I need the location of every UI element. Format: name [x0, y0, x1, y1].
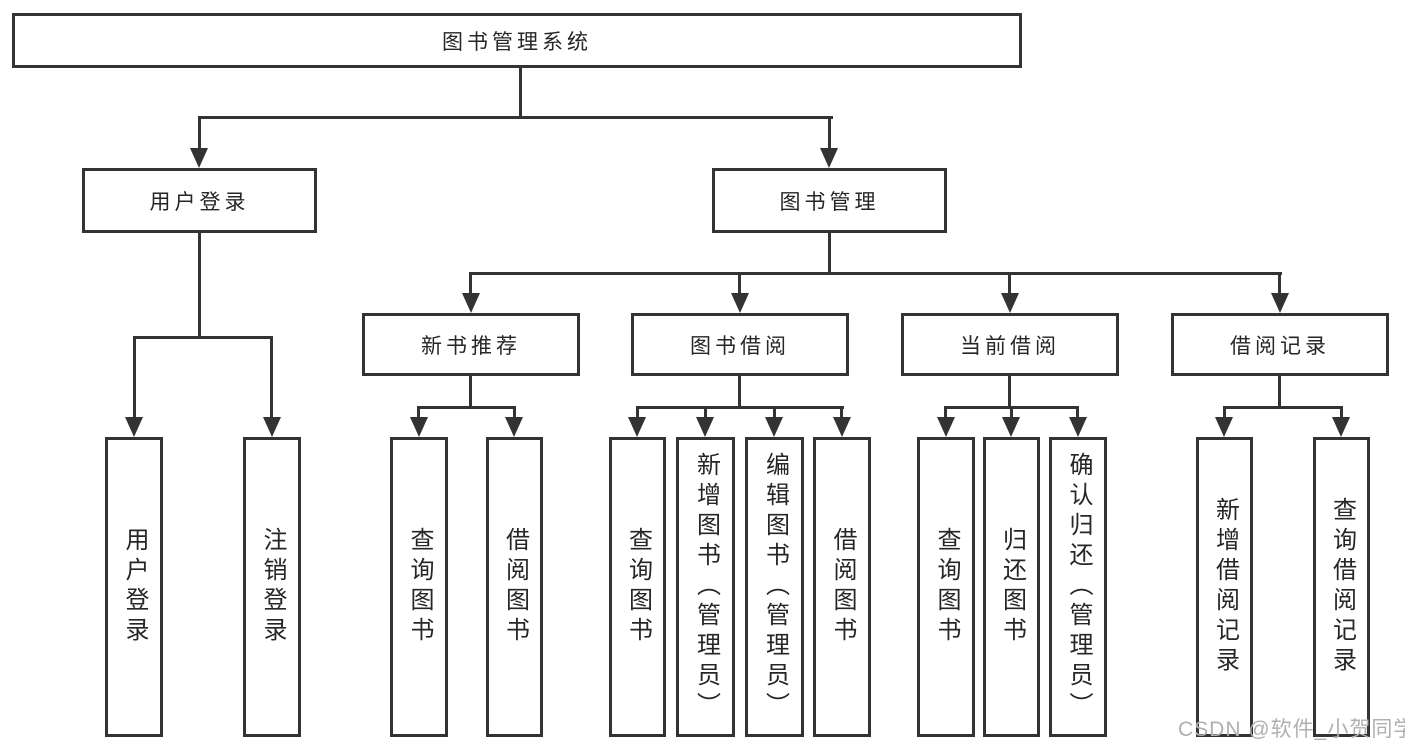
connector-line — [469, 374, 472, 409]
leaf-confirm-return-admin: 确认归还（管理员） — [1049, 437, 1107, 737]
leaf-borrow-books-recommend: 借阅图书 — [486, 437, 543, 737]
node-new-book-recommend: 新书推荐 — [362, 313, 580, 376]
arrow-down-icon — [125, 417, 143, 437]
connector-line — [828, 231, 831, 275]
arrow-down-icon — [263, 417, 281, 437]
connector-line — [513, 406, 516, 420]
leaf-add-book-admin: 新增图书（管理员） — [676, 437, 735, 737]
arrow-down-icon — [1002, 417, 1020, 437]
arrow-down-icon — [628, 417, 646, 437]
connector-line — [738, 272, 741, 296]
arrow-down-icon — [1215, 417, 1233, 437]
arrow-down-icon — [462, 293, 480, 313]
connector-line — [944, 406, 947, 420]
leaf-logout: 注销登录 — [243, 437, 301, 737]
connector-line — [417, 406, 516, 409]
arrow-down-icon — [937, 417, 955, 437]
connector-line — [1008, 272, 1011, 296]
connector-line — [636, 406, 639, 420]
arrow-down-icon — [765, 417, 783, 437]
leaf-query-books-borrow: 查询图书 — [609, 437, 666, 737]
arrow-down-icon — [1001, 293, 1019, 313]
connector-line — [133, 336, 136, 420]
connector-line — [519, 66, 522, 119]
leaf-add-borrow-record: 新增借阅记录 — [1196, 437, 1253, 737]
connector-line — [1278, 374, 1281, 409]
connector-line — [840, 406, 843, 420]
connector-line — [417, 406, 420, 420]
leaf-query-books-recommend: 查询图书 — [390, 437, 448, 737]
arrow-down-icon — [505, 417, 523, 437]
connector-line — [636, 406, 844, 409]
connector-line — [198, 231, 201, 339]
node-borrow-records: 借阅记录 — [1171, 313, 1389, 376]
watermark-text: CSDN @软件_小贺同学 — [1178, 718, 1405, 741]
arrow-down-icon — [1332, 417, 1350, 437]
leaf-query-books-current: 查询图书 — [917, 437, 975, 737]
leaf-user-login: 用户登录 — [105, 437, 163, 737]
arrow-down-icon — [696, 417, 714, 437]
leaf-edit-book-admin: 编辑图书（管理员） — [745, 437, 804, 737]
connector-line — [1340, 406, 1343, 420]
arrow-down-icon — [1069, 417, 1087, 437]
arrow-down-icon — [833, 417, 851, 437]
node-book-borrow: 图书借阅 — [631, 313, 849, 376]
connector-line — [738, 374, 741, 409]
node-root: 图书管理系统 — [12, 13, 1022, 68]
connector-line — [469, 272, 472, 296]
connector-line — [1010, 406, 1013, 420]
connector-line — [773, 406, 776, 420]
connector-line — [469, 272, 1282, 275]
node-user-login: 用户登录 — [82, 168, 317, 233]
leaf-query-borrow-record: 查询借阅记录 — [1313, 437, 1370, 737]
leaf-return-book: 归还图书 — [983, 437, 1040, 737]
arrow-down-icon — [190, 148, 208, 168]
connector-line — [1223, 406, 1226, 420]
node-book-management: 图书管理 — [712, 168, 947, 233]
connector-line — [270, 336, 273, 420]
connector-line — [704, 406, 707, 420]
arrow-down-icon — [820, 148, 838, 168]
arrow-down-icon — [731, 293, 749, 313]
arrow-down-icon — [410, 417, 428, 437]
connector-line — [828, 116, 831, 152]
connector-line — [1008, 374, 1011, 409]
connector-line — [198, 116, 833, 119]
node-current-borrow: 当前借阅 — [901, 313, 1119, 376]
connector-line — [1076, 406, 1079, 420]
connector-line — [1278, 272, 1281, 296]
connector-line — [1223, 406, 1343, 409]
connector-line — [133, 336, 273, 339]
connector-line — [198, 116, 201, 152]
arrow-down-icon — [1271, 293, 1289, 313]
leaf-borrow-books-borrow: 借阅图书 — [813, 437, 871, 737]
